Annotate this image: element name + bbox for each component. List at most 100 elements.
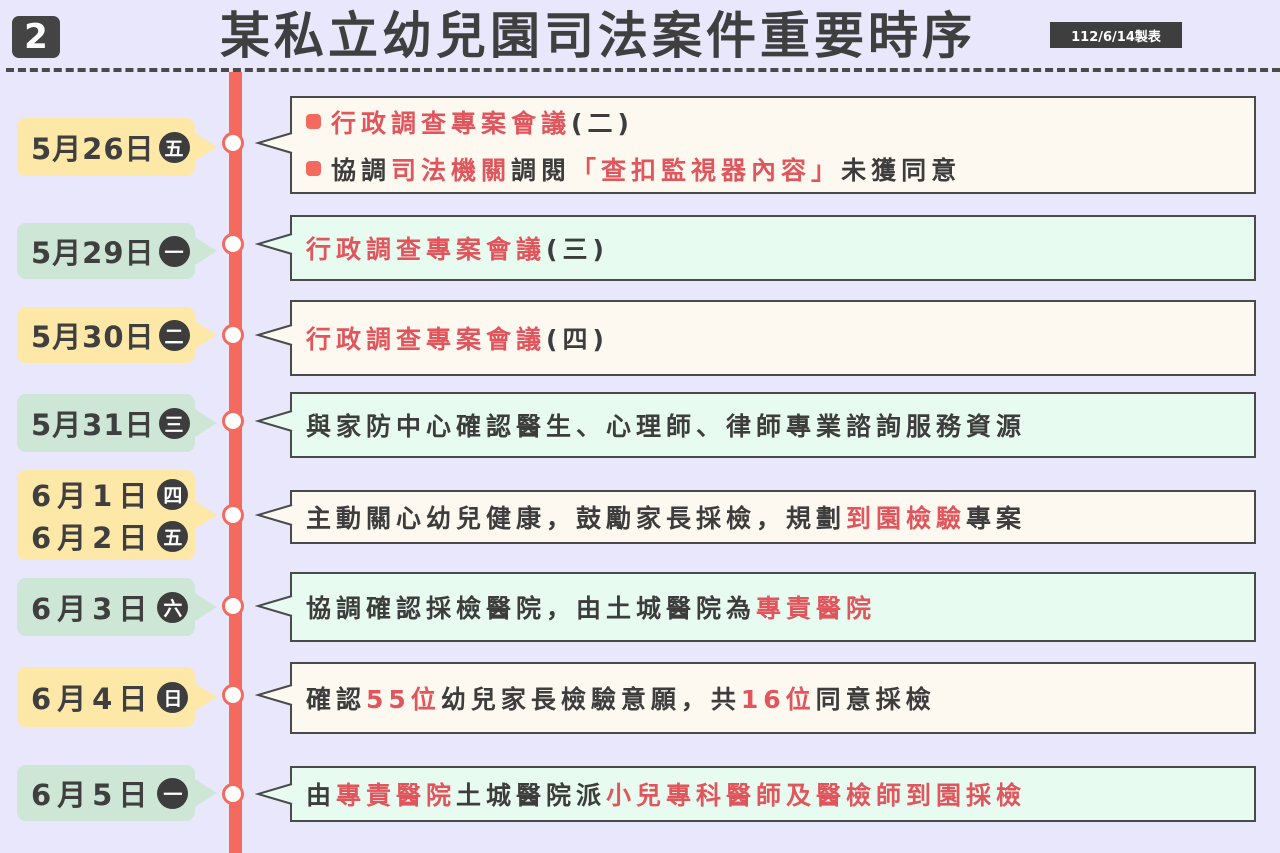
event-text-line: 行政調查專案會議(三) <box>292 217 1254 279</box>
highlight-text: 司法機關 <box>391 155 512 185</box>
event-date: 6月3日 <box>31 592 154 626</box>
timeline-node <box>222 783 244 805</box>
event-text-line: 協調確認採檢醫院，由土城醫院為專責醫院 <box>292 574 1254 640</box>
date-line: 6月3日六 <box>17 578 195 636</box>
event-box: 行政調查專案會議(二)協調司法機關調閱「查扣監視器內容」未獲同意 <box>290 96 1256 194</box>
highlight-text: 小兒專科醫師及醫檢師到園採檢 <box>606 781 1027 810</box>
date-pill: 5月31日三 <box>17 394 217 452</box>
event-text: 與家防中心確認醫生、心理師、律師專業諮詢服務資源 <box>306 412 1027 441</box>
date-pill: 6月3日六 <box>17 578 217 636</box>
date-line: 5月30日二 <box>17 307 195 363</box>
date-line: 6月5日一 <box>17 765 195 821</box>
event-box: 與家防中心確認醫生、心理師、律師專業諮詢服務資源 <box>290 392 1256 458</box>
weekday-badge: 一 <box>157 777 189 809</box>
date-tag: 112/6/14製表 <box>1050 22 1182 48</box>
callout-pointer <box>255 233 293 255</box>
event-text: (二) <box>571 108 634 138</box>
event-text: 土城醫院派 <box>456 781 607 810</box>
callout-pointer <box>255 684 293 706</box>
date-line: 5月29日一 <box>17 223 195 279</box>
weekday-badge: 六 <box>157 591 189 623</box>
highlight-text: 行政調查專案會議 <box>306 235 547 264</box>
timeline-spine <box>229 72 242 853</box>
event-text-line: 與家防中心確認醫生、心理師、律師專業諮詢服務資源 <box>292 394 1254 456</box>
highlight-text: 16位 <box>740 685 816 714</box>
event-text: 調閱 <box>511 155 572 185</box>
date-line: 6月4日日 <box>17 667 195 727</box>
header-divider <box>6 68 1280 72</box>
event-text-line: 主動關心幼兒健康，鼓勵家長採檢，規劃到園檢驗專案 <box>292 492 1254 542</box>
event-text: (三) <box>546 235 609 264</box>
date-line: 6月2日五 <box>17 515 195 557</box>
weekday-badge: 三 <box>158 407 190 439</box>
callout-pointer <box>255 783 293 805</box>
event-text: 幼兒家長檢驗意願，共 <box>440 685 741 714</box>
date-line: 5月26日五 <box>17 118 195 176</box>
weekday-badge: 四 <box>157 478 189 510</box>
event-box: 行政調查專案會議(三) <box>290 215 1256 281</box>
date-pill: 5月29日一 <box>17 223 217 279</box>
weekday-badge: 日 <box>157 681 189 713</box>
callout-pointer <box>255 410 293 432</box>
event-date: 5月26日 <box>31 132 155 166</box>
event-date: 5月29日 <box>31 236 155 270</box>
weekday-badge: 五 <box>157 520 189 552</box>
timeline-node <box>222 233 244 255</box>
event-box: 行政調查專案會議(四) <box>290 300 1256 376</box>
event-text: 未獲同意 <box>841 155 962 185</box>
timeline-node <box>222 595 244 617</box>
event-text-line: 由專責醫院土城醫院派小兒專科醫師及醫檢師到園採檢 <box>292 768 1254 820</box>
date-pill: 5月30日二 <box>17 307 217 363</box>
header: 2 某私立幼兒園司法案件重要時序 112/6/14製表 <box>0 0 1280 72</box>
event-text: 同意採檢 <box>815 685 936 714</box>
date-pill: 5月26日五 <box>17 118 217 176</box>
weekday-badge: 五 <box>158 131 190 163</box>
event-date: 5月30日 <box>31 320 155 354</box>
event-text-line: 行政調查專案會議(四) <box>292 302 1254 374</box>
event-text: 確認 <box>306 685 367 714</box>
highlight-text: 行政調查專案會議 <box>306 325 547 354</box>
event-text: 專案 <box>966 504 1027 533</box>
callout-pointer <box>255 504 293 526</box>
highlight-text: 「查扣監視器內容」 <box>571 155 842 185</box>
date-pill: 6月4日日 <box>17 667 217 727</box>
timeline-node <box>222 324 244 346</box>
highlight-text: 55位 <box>366 685 441 714</box>
highlight-text: 行政調查專案會議 <box>331 108 572 138</box>
date-line: 5月31日三 <box>17 394 195 452</box>
highlight-text: 專責醫院 <box>756 594 877 623</box>
section-number-badge: 2 <box>12 16 60 58</box>
event-date: 6月4日 <box>31 682 154 716</box>
highlight-text: 到園檢驗 <box>846 504 967 533</box>
date-pill: 6月5日一 <box>17 765 217 821</box>
event-date: 5月31日 <box>31 408 155 442</box>
date-line: 6月1日四 <box>17 473 195 515</box>
event-box: 由專責醫院土城醫院派小兒專科醫師及醫檢師到園採檢 <box>290 766 1256 822</box>
page-title: 某私立幼兒園司法案件重要時序 <box>220 7 976 65</box>
timeline-node <box>222 504 244 526</box>
callout-pointer <box>255 595 293 617</box>
event-text-line: 行政調查專案會議(二) <box>292 98 1254 145</box>
weekday-badge: 二 <box>158 319 190 351</box>
timeline-node <box>222 132 244 154</box>
bullet-icon <box>306 161 321 176</box>
highlight-text: 專責醫院 <box>336 781 457 810</box>
event-date: 6月2日 <box>31 521 154 555</box>
event-text-line: 協調司法機關調閱「查扣監視器內容」未獲同意 <box>292 145 1254 192</box>
event-text: (四) <box>546 325 609 354</box>
bullet-icon <box>306 114 321 129</box>
callout-pointer <box>255 132 293 154</box>
event-date: 6月5日 <box>31 778 154 812</box>
event-box: 協調確認採檢醫院，由土城醫院為專責醫院 <box>290 572 1256 642</box>
event-text: 由 <box>306 781 337 810</box>
event-box: 主動關心幼兒健康，鼓勵家長採檢，規劃到園檢驗專案 <box>290 490 1256 544</box>
event-text: 協調 <box>331 155 392 185</box>
event-text: 主動關心幼兒健康，鼓勵家長採檢，規劃 <box>306 504 847 533</box>
callout-pointer <box>255 324 293 346</box>
event-date: 6月1日 <box>31 479 154 513</box>
timeline-node <box>222 410 244 432</box>
weekday-badge: 一 <box>158 235 190 267</box>
